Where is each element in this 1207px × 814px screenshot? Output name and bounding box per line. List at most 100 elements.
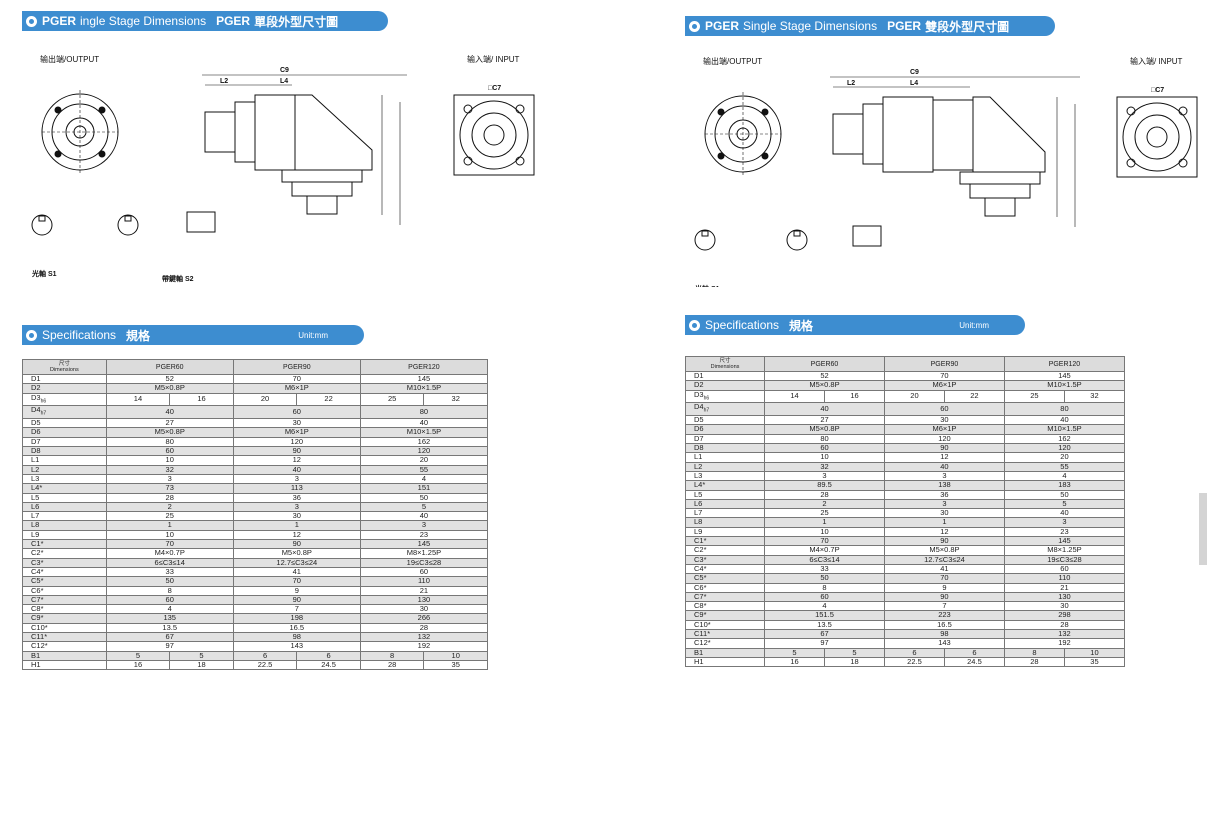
value-cell: 10 [1063, 647, 1126, 658]
row-name-tolerance: h6 [40, 398, 47, 405]
value-cell: 30 [1003, 601, 1126, 612]
value-cell: 30 [359, 604, 489, 615]
value-cell: 12.7≤C3≤24 [232, 557, 361, 568]
row-name-tolerance: h7 [703, 407, 710, 414]
value-cell: 70 [105, 539, 234, 550]
dimensions-title-model-2: PGER [216, 14, 251, 28]
dimension-drawing: 输出端/OUTPUT 输入端/ INPUT C9 L4 L2 □C7 [685, 42, 1205, 297]
row-name: D4 [694, 402, 704, 412]
row-name-cell: C5* [684, 573, 766, 584]
row-name: L8 [694, 517, 703, 527]
value-cell: 113 [232, 483, 361, 494]
row-name: C8* [31, 604, 44, 614]
dimensions-title-en: ingle Stage Dimensions [80, 14, 207, 28]
row-name-cell: C1* [22, 539, 107, 550]
value-cell: 21 [359, 585, 489, 596]
row-name: C2* [694, 545, 707, 555]
shaft-detail-views [694, 225, 882, 251]
row-name: C9* [694, 610, 707, 620]
row-name-cell: H1 [684, 656, 766, 668]
value-cell: 14 [105, 392, 171, 407]
value-cell: 40 [1003, 415, 1126, 426]
row-name: L7 [31, 511, 40, 521]
value-cell: 33 [105, 566, 234, 578]
value-cell: 192 [1003, 638, 1126, 649]
row-name-cell: C7* [22, 594, 107, 606]
value-cell: 16 [764, 656, 826, 668]
value-cell: 90 [883, 443, 1005, 454]
value-cell: 40 [232, 464, 361, 475]
input-flange-view [453, 94, 535, 176]
row-name: D6 [31, 427, 41, 437]
row-name: C7* [694, 592, 707, 601]
value-cell: 80 [359, 405, 489, 420]
value-cell: 21 [1003, 582, 1126, 593]
dimensions-title-banner: PGER ingle Stage Dimensions PGER 單段外型尺寸圖 [22, 11, 388, 31]
value-cell: 60 [1003, 563, 1126, 575]
value-cell: M5×0.8P [764, 380, 885, 391]
value-cell: 120 [1003, 443, 1126, 454]
dimension-drawing-svg: 输出端/OUTPUT 输入端/ INPUT C9 L4 L2 □C7 [31, 54, 535, 283]
value-cell: 12 [883, 452, 1005, 463]
value-cell: 4 [105, 604, 234, 615]
row-name-cell: L4* [22, 483, 107, 494]
label-c7: □C7 [488, 85, 501, 92]
dimensions-title-model-2: PGER [887, 19, 922, 33]
value-cell: 19≤C3≤28 [359, 557, 489, 568]
row-name-cell: C4* [684, 563, 766, 575]
header-cn: 尺寸 [719, 358, 731, 364]
value-cell: 110 [359, 576, 489, 587]
value-cell: 25 [359, 392, 425, 407]
row-name: D7 [31, 437, 41, 446]
row-name-cell: L6 [684, 498, 766, 510]
row-name-tolerance: h6 [703, 395, 710, 402]
value-cell: 90 [232, 594, 361, 606]
row-name-cell: C3* [22, 557, 107, 568]
value-cell: 90 [232, 539, 361, 550]
row-name-cell: D2 [684, 380, 766, 391]
value-cell: 162 [359, 436, 489, 448]
row-name-cell: C6* [22, 585, 107, 596]
row-name: C6* [31, 586, 44, 595]
value-cell: 223 [883, 610, 1005, 621]
value-cell: 183 [1003, 480, 1126, 491]
value-cell: 22.5 [883, 656, 945, 668]
row-name: L5 [694, 490, 703, 499]
value-cell: 7 [232, 604, 361, 615]
spec-title-en: Specifications [42, 328, 117, 342]
row-name-cell: D7 [22, 436, 107, 448]
value-cell: 67 [764, 628, 885, 640]
row-name: C3* [31, 558, 44, 567]
row-name: L1 [31, 455, 40, 465]
value-cell: 6 [943, 647, 1005, 658]
row-name-cell: C2* [684, 545, 766, 556]
value-cell: M6×1P [883, 424, 1005, 435]
row-name: C4* [694, 564, 707, 573]
row-name-cell: D7 [684, 433, 766, 445]
row-name: C10* [694, 620, 711, 629]
row-name: D7 [694, 434, 704, 443]
value-cell: 151.5 [764, 610, 885, 621]
unit-label: Unit:mm [298, 330, 328, 340]
value-cell: 25 [105, 511, 234, 522]
value-cell: 135 [105, 613, 234, 624]
row-name: C5* [31, 576, 44, 586]
row-name: L4* [31, 483, 43, 493]
row-name: C8* [694, 601, 707, 611]
